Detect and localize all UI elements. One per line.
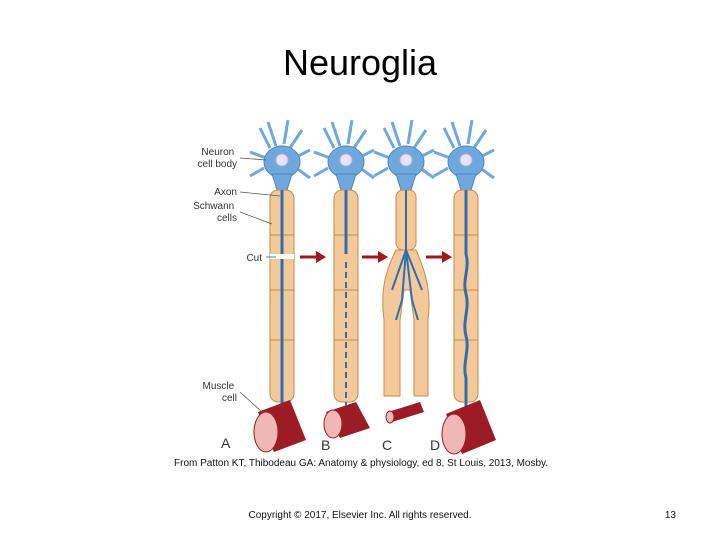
panel-letter-b: B xyxy=(321,437,330,453)
neuron-a xyxy=(249,119,311,453)
neuron-c-axon-sprouts xyxy=(391,190,423,321)
neuron-b xyxy=(313,119,375,439)
arrow-a-to-b xyxy=(300,251,326,263)
figure-source-caption: From Patton KT, Thibodeau GA: Anatomy & … xyxy=(174,458,549,469)
label-schwann-cells: Schwann cells xyxy=(193,201,237,224)
neuron-c xyxy=(373,119,435,424)
label-neuron-cell-body-line2: cell body xyxy=(198,159,237,170)
label-schwann-cells-line2: cells xyxy=(217,213,237,224)
label-muscle-cell-line1: Muscle xyxy=(203,381,235,392)
neuron-a-nucleus xyxy=(275,153,289,167)
muscle-cell-c xyxy=(385,402,424,424)
neuron-d-axon-regenerated xyxy=(463,190,469,412)
neuron-d xyxy=(433,119,496,455)
page-number: 13 xyxy=(664,510,676,521)
muscle-cell-a xyxy=(253,400,306,453)
panel-letter-d: D xyxy=(430,437,440,453)
arrow-c-to-d xyxy=(426,251,452,263)
neuron-b-nucleus xyxy=(339,153,353,167)
label-muscle-cell-line2: cell xyxy=(222,393,237,404)
neuron-c-cell-body xyxy=(373,119,435,191)
slide-title: Neuroglia xyxy=(282,42,438,83)
label-neuron-cell-body-line1: Neuron xyxy=(201,147,234,158)
progression-arrows xyxy=(300,251,452,263)
neuron-c-schwann-tubes xyxy=(382,249,430,397)
muscle-cell-b xyxy=(323,402,370,439)
leader-lines xyxy=(239,157,281,413)
label-neuron-cell-body: Neuron cell body xyxy=(198,147,237,170)
neuron-c-nucleus xyxy=(399,153,413,167)
neuron-a-cut-mark xyxy=(270,254,294,259)
panel-letter-a: A xyxy=(221,435,231,451)
label-axon: Axon xyxy=(214,187,237,198)
muscle-cell-d xyxy=(441,400,496,455)
panel-letter-c: C xyxy=(382,437,392,453)
label-cut: Cut xyxy=(246,253,262,264)
label-muscle-cell: Muscle cell xyxy=(203,381,237,404)
neuron-d-nucleus xyxy=(459,153,473,167)
arrow-b-to-c xyxy=(362,251,388,263)
label-schwann-cells-line1: Schwann xyxy=(193,201,234,212)
copyright-footer: Copyright © 2017, Elsevier Inc. All righ… xyxy=(248,510,472,521)
